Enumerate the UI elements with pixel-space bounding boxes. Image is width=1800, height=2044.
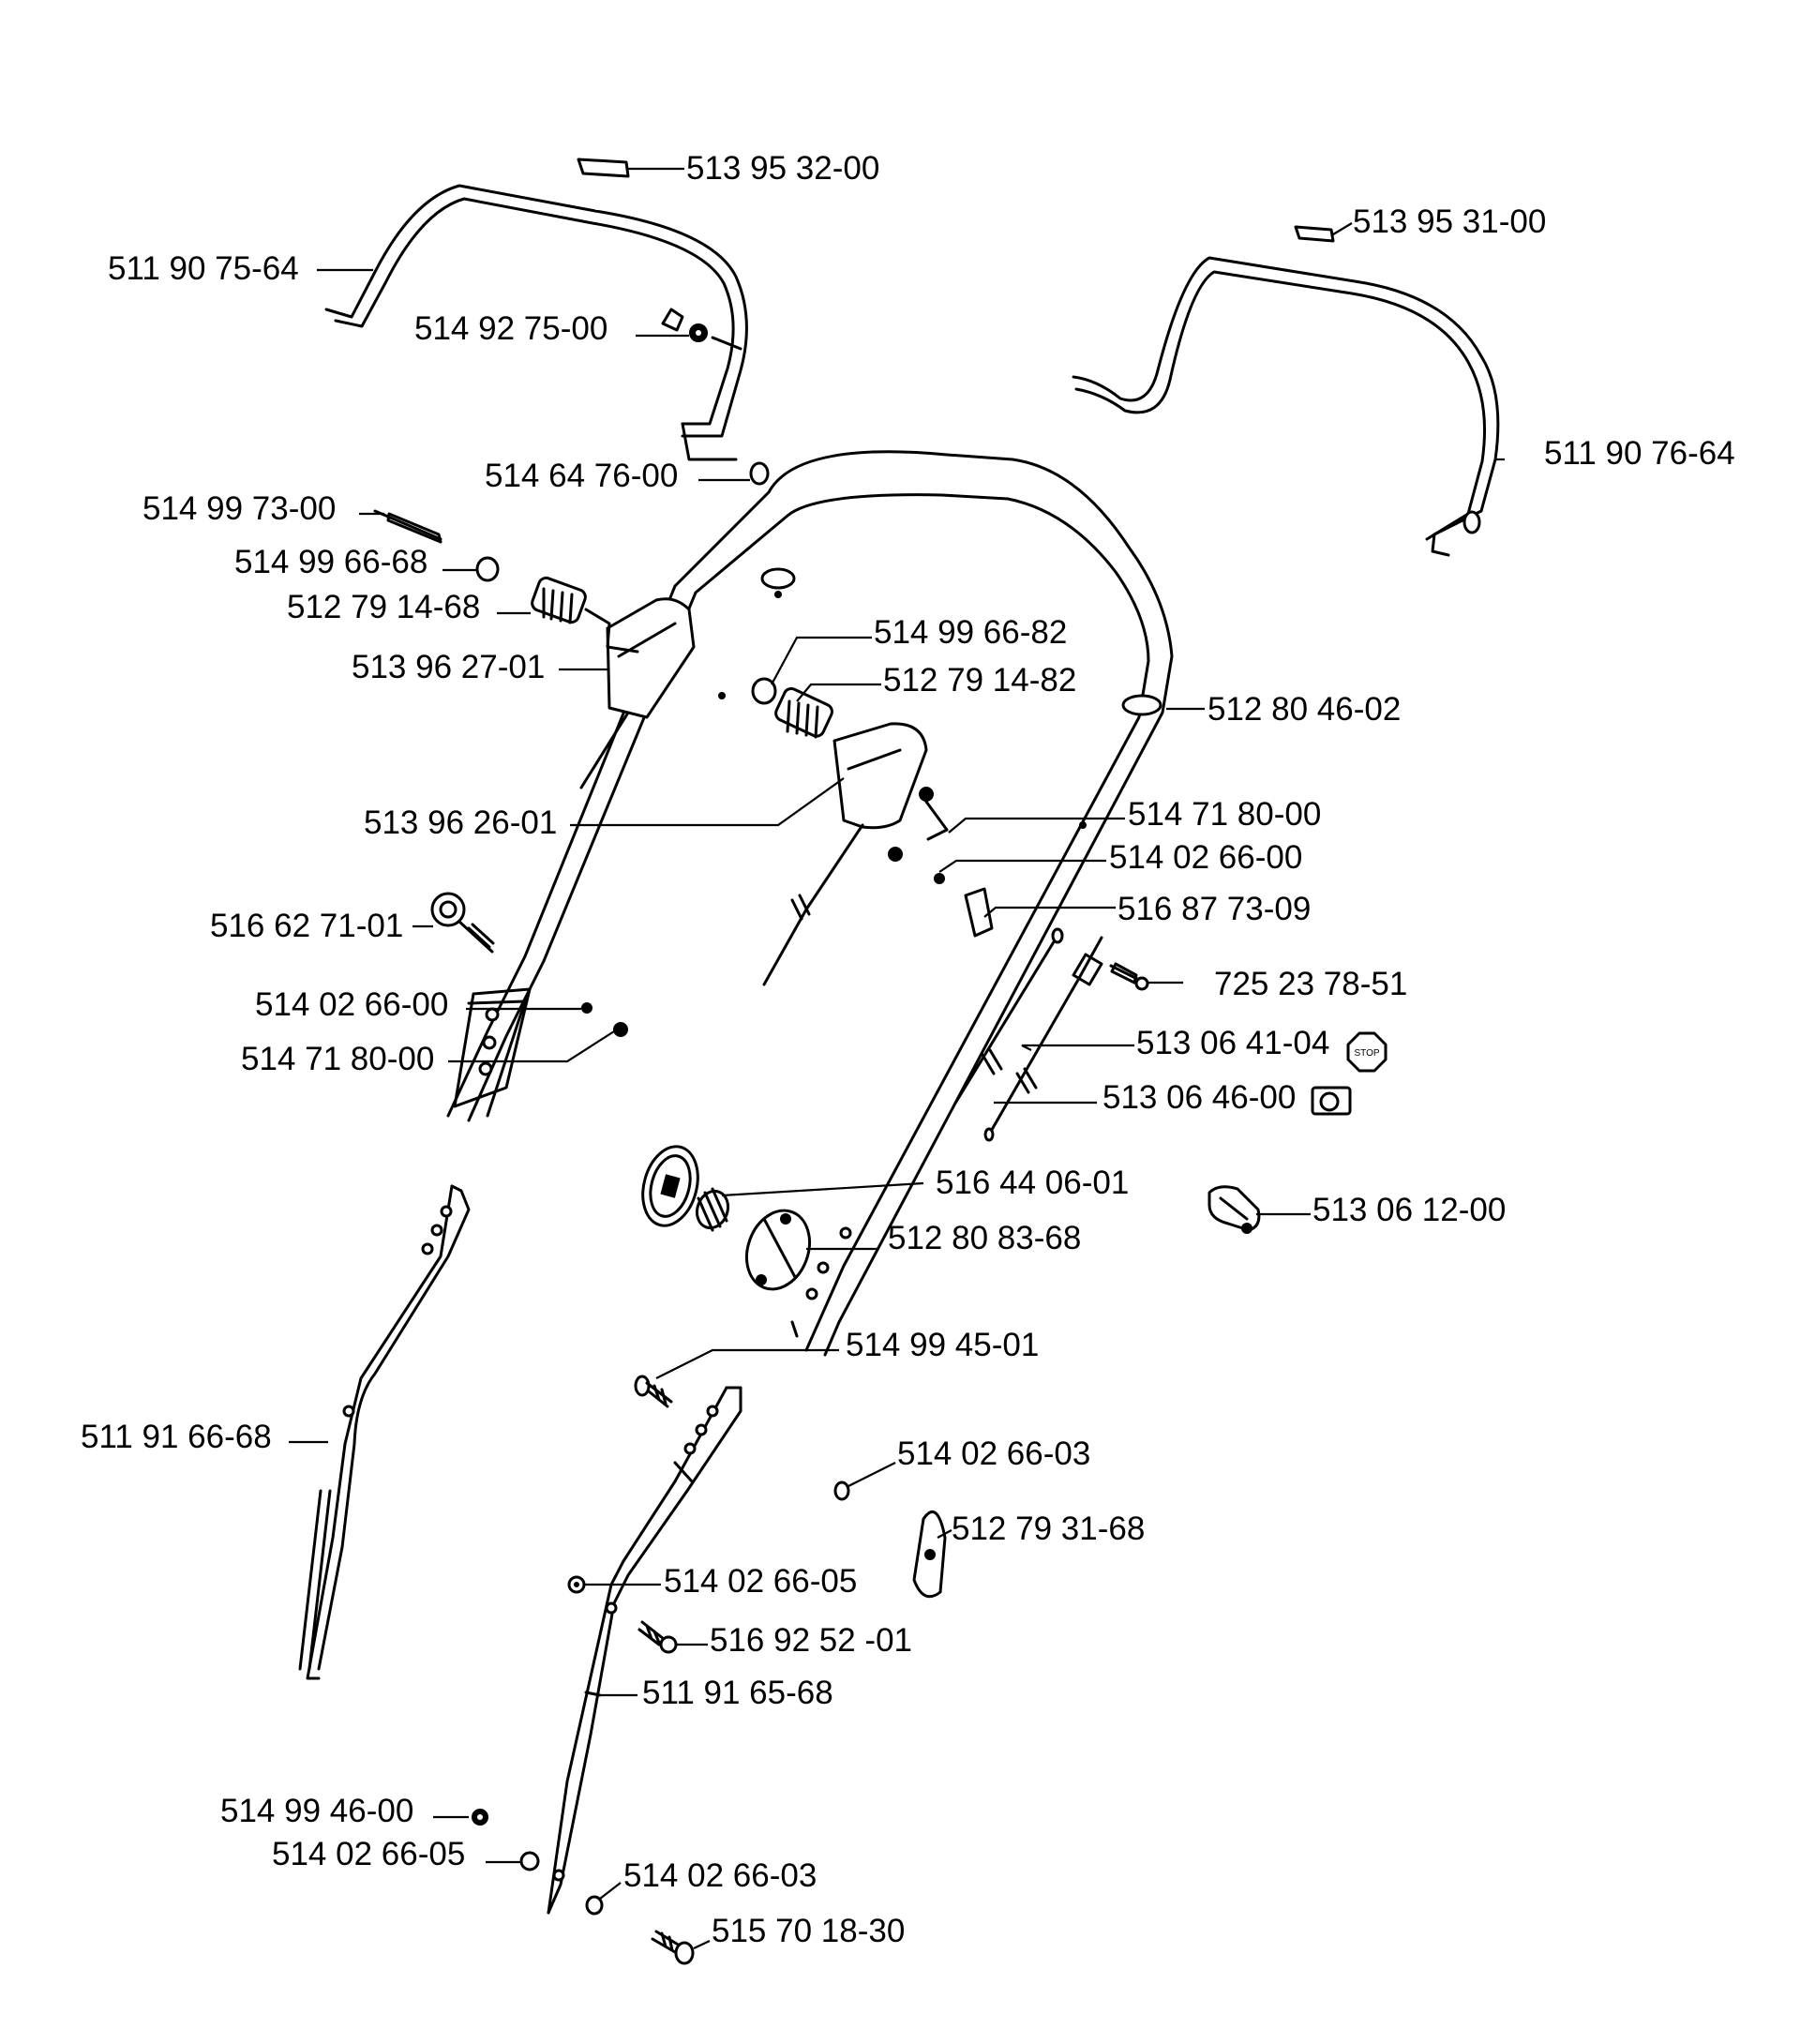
lower-handle-left [298, 1184, 471, 1680]
screw-514-99-73-00 [373, 509, 442, 544]
nut-left-514-71-80-00 [613, 1022, 628, 1037]
bushing-514-99-66-82 [751, 677, 777, 705]
stop-symbol-text: STOP [1354, 1048, 1379, 1059]
bolt-514-99-45-01 [634, 1375, 673, 1408]
washer-514-02-66-03-lower [585, 1895, 604, 1916]
bracket-516-87-73-09 [964, 887, 994, 938]
washer-514-02-66-03-upper [833, 1480, 850, 1501]
part-label-513-95-31-00: 513 95 31-00 [1353, 203, 1546, 240]
part-label-513-06-41-04: 513 06 41-04 [1136, 1025, 1329, 1061]
cable-clip-513-06-12-00 [1208, 1185, 1261, 1234]
cable-control-right [762, 722, 928, 986]
part-label-514-99-73-00: 514 99 73-00 [142, 490, 336, 527]
part-label-516-62-71-01: 516 62 71-01 [210, 908, 403, 944]
spring-512-79-14-68 [531, 576, 639, 654]
part-label-514-99-45-01: 514 99 45-01 [846, 1327, 1039, 1363]
control-bail-right [1072, 256, 1500, 557]
part-label-514-02-66-00-right: 514 02 66-00 [1109, 839, 1302, 876]
bolt-516-92-52-01 [638, 1620, 678, 1654]
decal-large [577, 158, 630, 178]
knob-512-80-83-68 [745, 1209, 811, 1291]
part-label-515-70-18-30: 515 70 18-30 [712, 1913, 905, 1949]
part-label-513-06-12-00: 513 06 12-00 [1312, 1192, 1506, 1228]
part-label-516-44-06-01: 516 44 06-01 [936, 1165, 1129, 1201]
part-label-512-79-14-82: 512 79 14-82 [883, 662, 1076, 699]
part-label-512-80-46-02: 512 80 46-02 [1208, 691, 1401, 728]
part-label-514-02-66-03-lower: 514 02 66-03 [623, 1857, 817, 1894]
eye-bolt-516-62-71-01 [430, 892, 495, 954]
cable-513-06-41-04 [954, 927, 1103, 1142]
part-label-511-91-65-68: 511 91 65-68 [642, 1675, 833, 1711]
part-label-514-71-80-00-right: 514 71 80-00 [1128, 796, 1321, 833]
part-label-725-23-78-51: 725 23 78-51 [1214, 966, 1407, 1002]
knob-516-44-06-01 [641, 1145, 699, 1227]
spring-512-79-14-82 [774, 686, 833, 739]
part-label-513-06-46-00: 513 06 46-00 [1102, 1079, 1296, 1116]
bolt-515-70-18-30 [651, 1930, 695, 1965]
part-label-516-87-73-09: 516 87 73-09 [1118, 891, 1311, 927]
washer-left-514-02-66-00 [581, 1002, 592, 1014]
handle-right-lower-end [790, 1226, 852, 1338]
spring-knob [695, 1187, 730, 1232]
leader-lines [289, 167, 1505, 1949]
handle-lower-bracket [453, 987, 532, 1108]
part-label-514-64-76-00: 514 64 76-00 [485, 458, 678, 494]
stop-octagon-icon: STOP [1346, 1031, 1388, 1073]
part-label-512-79-14-68: 512 79 14-68 [287, 589, 480, 625]
decal-small [1294, 225, 1335, 243]
cover-512-79-31-68 [912, 1510, 947, 1599]
nut-514-92-75-00 [661, 308, 708, 342]
upper-handle [446, 450, 1174, 1357]
part-label-514-92-75-00: 514 92 75-00 [414, 310, 608, 347]
part-label-516-92-52-01: 516 92 52 -01 [710, 1622, 912, 1659]
part-label-514-02-66-03-upper: 514 02 66-03 [897, 1435, 1090, 1472]
part-label-513-96-26-01: 513 96 26-01 [364, 804, 557, 841]
part-label-511-90-76-64: 511 90 76-64 [1544, 435, 1735, 472]
part-label-514-02-66-05-upper: 514 02 66-05 [664, 1563, 857, 1600]
washer-514-02-66-05-upper [567, 1575, 586, 1594]
control-bail-left [324, 184, 748, 461]
part-label-514-99-46-00: 514 99 46-00 [220, 1793, 413, 1829]
cable-loop-icon [1311, 1086, 1352, 1116]
part-label-514-71-80-00-left: 514 71 80-00 [241, 1041, 434, 1077]
part-labels: 513 95 32-00 513 95 31-00 511 90 75-64 5… [81, 150, 1735, 1949]
nut-514-99-46-00 [472, 1809, 488, 1826]
part-label-512-79-31-68: 512 79 31-68 [952, 1510, 1145, 1547]
part-label-514-02-66-05-lower: 514 02 66-05 [272, 1836, 465, 1872]
washer-right-514-02-66-00 [934, 873, 945, 884]
cable-control-left [579, 597, 696, 789]
part-label-514-99-66-68: 514 99 66-68 [234, 544, 428, 580]
part-label-513-95-32-00: 513 95 32-00 [686, 150, 879, 187]
screw-right-514-71-80-00 [888, 787, 949, 862]
part-label-514-99-66-82: 514 99 66-82 [874, 614, 1067, 651]
bushing-514-64-76-00 [749, 461, 770, 486]
screw-725-23-78-51 [1109, 962, 1149, 991]
part-label-511-90-75-64: 511 90 75-64 [108, 250, 299, 287]
part-label-512-80-83-68: 512 80 83-68 [888, 1220, 1081, 1256]
lower-handle-right [547, 1386, 742, 1915]
washer-514-02-66-05-lower [519, 1851, 540, 1871]
bushing-514-99-66-68 [475, 556, 500, 582]
part-label-513-96-27-01: 513 96 27-01 [352, 649, 545, 685]
part-label-514-02-66-00-left: 514 02 66-00 [255, 986, 448, 1023]
part-label-511-91-66-68: 511 91 66-68 [81, 1419, 272, 1455]
